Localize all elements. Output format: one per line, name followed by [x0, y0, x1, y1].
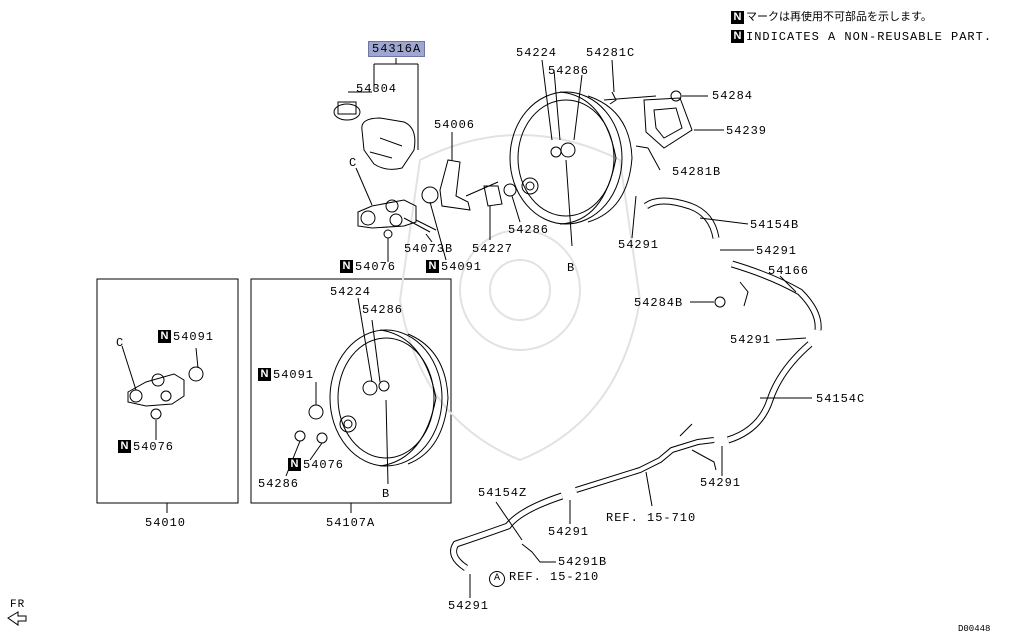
callout-54291-a[interactable]: 54291 [618, 238, 660, 252]
callout-54154Z[interactable]: 54154Z [478, 486, 528, 500]
callout-54316A[interactable]: 54316A [368, 41, 426, 57]
callout-54010[interactable]: 54010 [145, 516, 187, 530]
reservoir [361, 117, 416, 170]
non-reusable-badge: N [288, 458, 301, 471]
brake-booster-main [509, 91, 623, 225]
callout-54284B[interactable]: 54284B [634, 296, 684, 310]
callout-c-detail: C [116, 336, 125, 350]
front-label: FR [10, 599, 26, 611]
callout-54291-d[interactable]: 54291 [700, 476, 742, 490]
callout-b-detail: B [382, 487, 391, 501]
brake-booster-detail [329, 329, 443, 467]
callout-54291-e[interactable]: 54291 [548, 525, 590, 539]
callout-54107A[interactable]: 54107A [326, 516, 376, 530]
callout-54166[interactable]: 54166 [768, 264, 810, 278]
callout-54304[interactable]: 54304 [356, 82, 398, 96]
master-cylinder-detail [127, 373, 185, 407]
non-reusable-badge: N [158, 330, 171, 343]
callout-54281B[interactable]: 54281B [672, 165, 722, 179]
oring-54091 [421, 186, 439, 204]
callout-54286-b[interactable]: 54286 [508, 223, 550, 237]
callout-54291B[interactable]: 54291B [558, 555, 608, 569]
callout-54286[interactable]: 54286 [548, 64, 590, 78]
non-reusable-badge: N [340, 260, 353, 273]
non-reusable-badge: N [258, 368, 271, 381]
reservoir-cap [333, 103, 361, 121]
callout-54286-detail2[interactable]: 54286 [258, 477, 300, 491]
callout-54286-detail[interactable]: 54286 [362, 303, 404, 317]
detail-box-54107A [250, 278, 452, 504]
callout-54006[interactable]: 54006 [434, 118, 476, 132]
callout-54284[interactable]: 54284 [712, 89, 754, 103]
non-reusable-badge: N [731, 30, 744, 43]
watermark-emblem [398, 134, 642, 462]
front-arrow-icon [7, 611, 27, 626]
callout-54154C[interactable]: 54154C [816, 392, 866, 406]
callout-54224[interactable]: 54224 [516, 46, 558, 60]
bracket-54006 [439, 159, 471, 211]
callout-54281C[interactable]: 54281C [586, 46, 636, 60]
non-reusable-badge: N [731, 11, 744, 24]
callout-54227[interactable]: 54227 [472, 242, 514, 256]
callout-b: B [567, 261, 576, 275]
gasket-54239 [643, 97, 693, 149]
callout-54224-detail[interactable]: 54224 [330, 285, 372, 299]
callout-c: C [349, 156, 358, 170]
ref-15-710[interactable]: REF. 15-710 [606, 511, 697, 525]
non-reusable-badge: N [426, 260, 439, 273]
callout-54073B[interactable]: 54073B [404, 242, 454, 256]
callout-54291-f[interactable]: 54291 [448, 599, 490, 613]
callout-54154B[interactable]: 54154B [750, 218, 800, 232]
master-cylinder [357, 199, 417, 229]
ref-a-circle-icon: A [489, 571, 505, 587]
callout-54239[interactable]: 54239 [726, 124, 768, 138]
callout-54291-c[interactable]: 54291 [730, 333, 772, 347]
non-reusable-badge: N [118, 440, 131, 453]
diagram-code: D00448 [958, 624, 991, 634]
callout-54291-b[interactable]: 54291 [756, 244, 798, 258]
oring-detail [188, 366, 204, 382]
